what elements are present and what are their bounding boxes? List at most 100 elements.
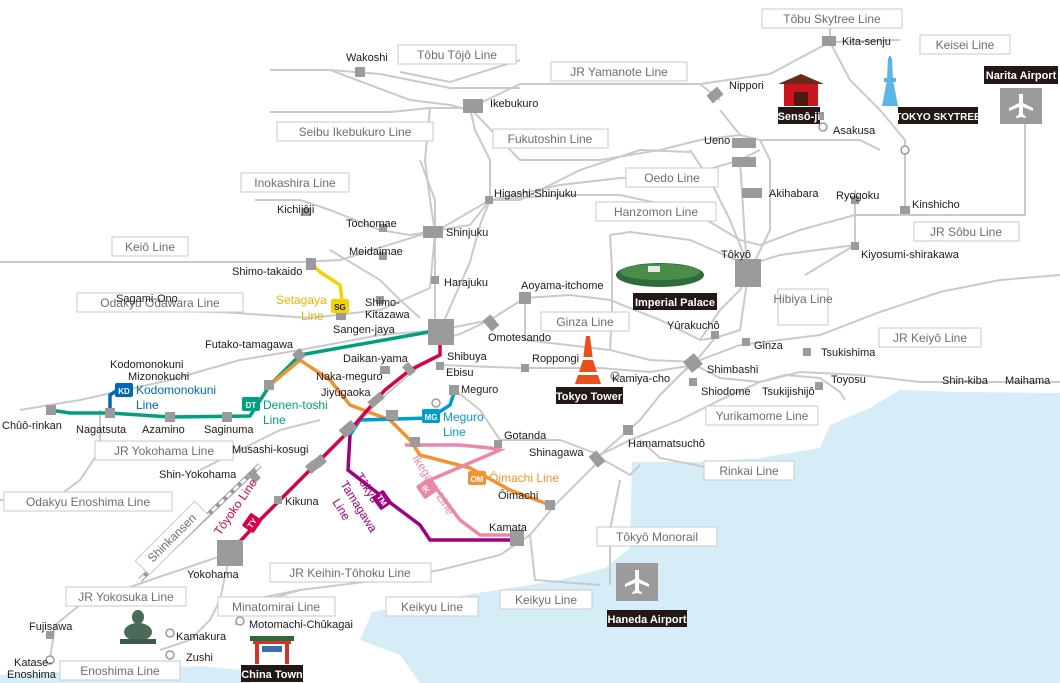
station-maihama: Maihama	[1005, 375, 1051, 387]
station-ueno: Ueno	[704, 135, 730, 147]
station-fujisawa: Fujisawa	[29, 621, 73, 633]
station-ebisu: Ebisu	[446, 367, 474, 379]
station-ikebukuro: Ikebukuro	[490, 98, 538, 110]
palace-icon	[616, 263, 704, 287]
map-label: Keikyu Line	[401, 600, 463, 614]
station-marker-shinagawa	[588, 450, 606, 468]
label-odakyu-enoshima: Odakyu Enoshima Line	[3, 491, 173, 512]
map-label: JR Yokohama Line	[114, 444, 214, 458]
station-aoyama: Aoyama-itchome	[521, 280, 604, 292]
station-markers	[46, 36, 910, 639]
label-keikyu-1: Keikyu Line	[385, 596, 479, 617]
station-marker-naka-meguro	[402, 361, 416, 377]
gate-icon	[250, 636, 294, 664]
map-label: JR Yokosuka Line	[78, 590, 174, 604]
station-shimo-takaido: Shimo-takaido	[232, 266, 302, 278]
line-labels: Tôbu Skytree Line Tôbu Tôjô Line Keisei …	[3, 8, 1020, 681]
map-label: SG	[334, 303, 346, 312]
station-kichijoji: Kichijôji	[277, 204, 314, 216]
station-marker-akihabara	[742, 188, 762, 198]
station-kodomonokuni: Kodomonokuni	[110, 359, 183, 371]
denen-toshi-label: DT Denen-toshi Line	[242, 397, 328, 427]
label-minatomirai: Minatomirai Line	[217, 596, 336, 617]
label-jr-yokosuka: JR Yokosuka Line	[65, 586, 187, 607]
station-zushi: Zushi	[186, 652, 213, 664]
station-shiodome: Shiodome	[701, 386, 751, 398]
station-marker-oimachi	[545, 500, 555, 510]
oimachi-label: OM Ôimachi Line	[468, 470, 559, 485]
station-names: Kita-senju Wakoshi Ikebukuro Nippori Uen…	[2, 36, 1051, 681]
station-marker-omotesando	[482, 314, 500, 332]
label-tobu-tojo: Tôbu Tôjô Line	[397, 44, 517, 65]
station-meidaimae: Meidaimae	[349, 246, 403, 258]
station-marker-fujisawa	[46, 631, 54, 639]
label-rinkai: Rinkai Line	[703, 460, 795, 481]
map-label: Seibu Ikebukuro Line	[299, 125, 412, 139]
map-label: Odakyu Enoshima Line	[26, 495, 150, 509]
station-marker-saginuma	[222, 412, 232, 422]
station-chuo-rinkan: Chûô-rinkan	[2, 420, 62, 432]
label-jr-keihin-tohoku: JR Keihin-Tôhoku Line	[269, 562, 432, 583]
great-buddha-icon	[120, 610, 156, 644]
map-label: Minatomirai Line	[232, 600, 320, 614]
map-label: Fukutoshin Line	[508, 132, 593, 146]
station-marker-musashi-kosugi	[338, 420, 358, 438]
station-kamiya-cho: Kamiya-cho	[612, 373, 670, 385]
station-shimo-kitazawa-2: Kitazawa	[365, 309, 411, 321]
station-marker-chuo-rinkan	[46, 405, 56, 415]
station-stops	[45, 122, 910, 665]
label-keikyu-2: Keikyu Line	[499, 589, 593, 610]
station-shin-kiba: Shin-kiba	[942, 375, 989, 387]
station-shinjuku: Shinjuku	[446, 227, 488, 239]
imperial-palace: Imperial Palace	[616, 263, 717, 310]
map-label: Narita Airport	[986, 70, 1057, 82]
senso-ji: Sensô-ji	[778, 74, 824, 124]
station-higashi-shinjuku: Higashi-Shinjuku	[494, 188, 577, 200]
temple-icon	[778, 74, 824, 106]
station-ryogoku: Ryogoku	[836, 190, 879, 202]
label-inokashira: Inokashira Line	[240, 172, 350, 193]
station-asakusa: Asakusa	[833, 125, 876, 137]
station-tsukijishijo: Tsukijishijô	[762, 386, 815, 398]
station-marker-kita-senju	[822, 36, 836, 46]
station-marker-shimbashi	[683, 353, 703, 373]
map-label: Ginza Line	[556, 315, 614, 329]
station-harajuku: Harajuku	[444, 277, 488, 289]
station-nippori: Nippori	[729, 80, 764, 92]
label-jr-keiyo: JR Keiyô Line	[878, 327, 982, 348]
label-odakyu-odawara: Odakyu Odawara Line	[76, 292, 244, 313]
map-label: Oedo Line	[644, 171, 700, 185]
station-futako: Futako-tamagawa	[205, 339, 294, 351]
station-marker-shimo-takaido	[306, 258, 316, 270]
label-seibu-ikebukuro: Seibu Ikebukuro Line	[276, 121, 434, 142]
station-marker-kikuna	[274, 496, 282, 504]
station-marker-tochomae	[379, 224, 387, 232]
map-label: Haneda Airport	[607, 614, 686, 626]
station-marker-tsukijishijo	[815, 382, 823, 390]
china-town: China Town	[241, 636, 303, 682]
station-shibuya: Shibuya	[447, 351, 488, 363]
map-label: JR Keiyô Line	[893, 331, 967, 345]
station-kamata: Kamata	[489, 522, 528, 534]
map-label: Tokyo Tower	[556, 391, 623, 403]
station-musashi-kosugi: Musashi-kosugi	[232, 444, 308, 456]
station-marker-ueno-2	[732, 157, 756, 167]
map-label: Shinkansen	[145, 511, 199, 565]
tokyo-tower: Tokyo Tower	[556, 336, 623, 404]
map-label: TOKYO SKYTREE	[895, 112, 981, 123]
tower-icon-red	[575, 336, 601, 384]
station-yurakucho: Yûrakuchô	[667, 320, 720, 332]
map-label: JR Yamanote Line	[570, 65, 668, 79]
airplane-icon	[625, 570, 649, 594]
toyoko-line	[230, 330, 442, 552]
map-label: Keiô Line	[125, 240, 175, 254]
station-marker-ryogoku	[851, 196, 859, 204]
label-jr-yokohama: JR Yokohama Line	[94, 440, 234, 461]
map-label: Setagaya	[276, 293, 327, 307]
station-azamino: Azamino	[142, 424, 185, 436]
station-naka-meguro: Naka-meguro	[316, 371, 383, 383]
station-ginza: Ginza	[754, 340, 784, 352]
station-tokyo: Tôkyô	[721, 249, 751, 261]
map-label: Enoshima Line	[80, 664, 160, 678]
map-label: KD	[118, 387, 130, 396]
